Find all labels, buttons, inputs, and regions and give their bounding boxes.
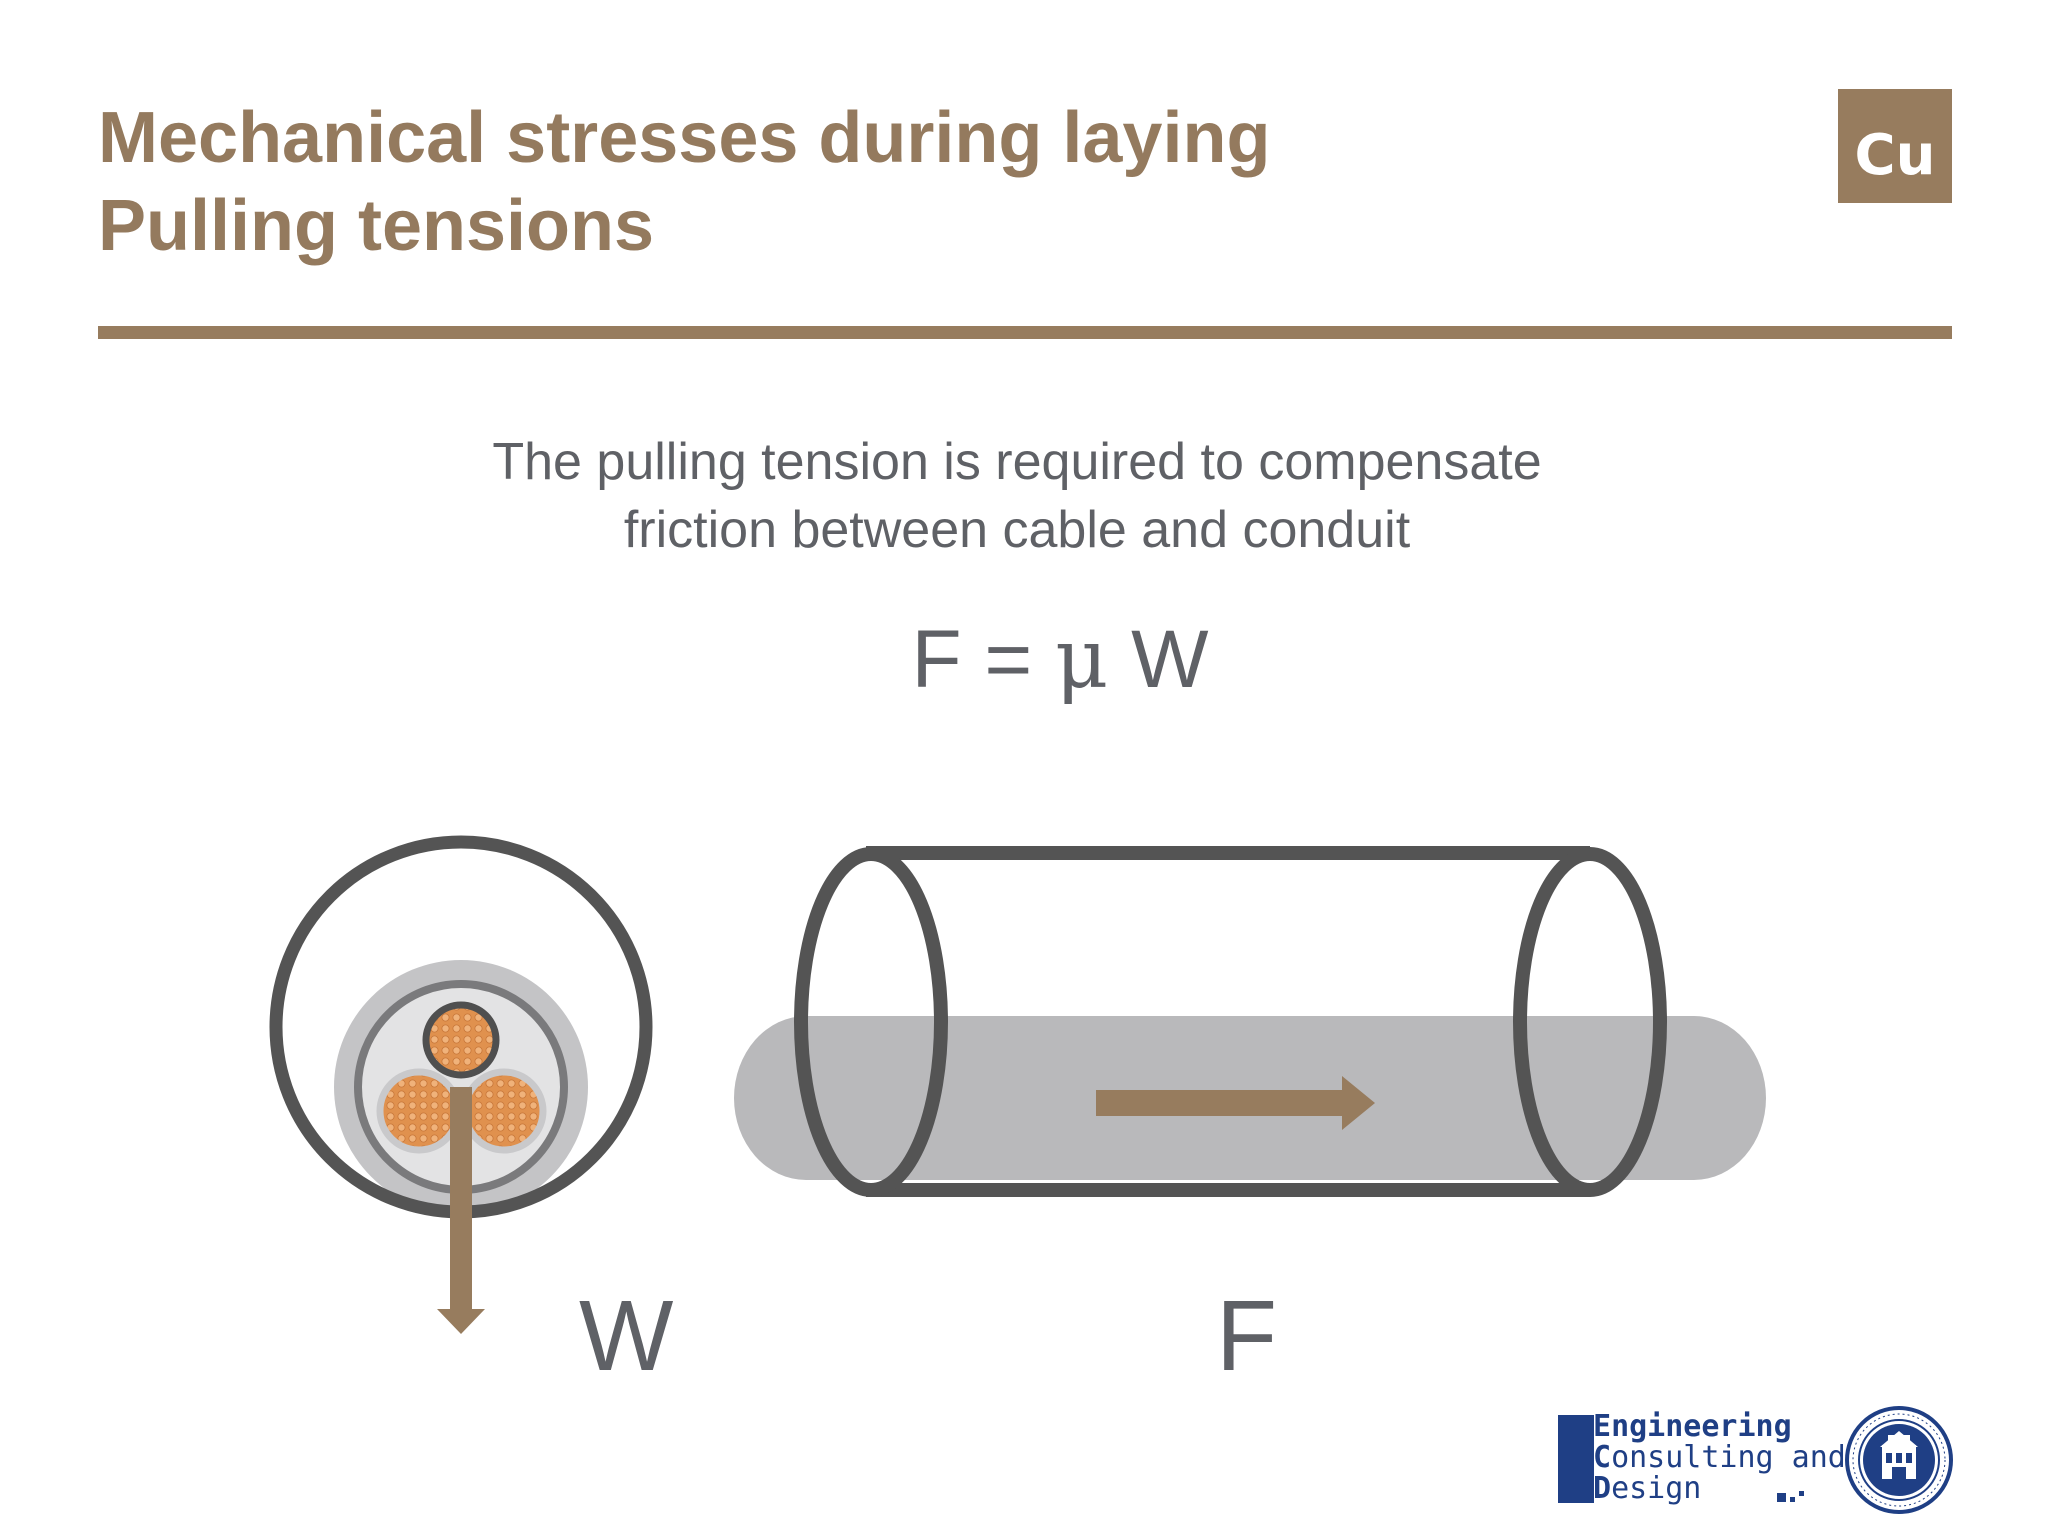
description-line-2: friction between cable and conduit [623, 501, 1411, 559]
copper-core-right [461, 1068, 547, 1154]
copper-badge: Cu [1838, 89, 1952, 203]
formula-mu-symbol: μ [1055, 612, 1109, 707]
university-seal-icon [1845, 1406, 1953, 1514]
ecd-logo-bar [1558, 1415, 1594, 1503]
slide-title-line-2: Pulling tensions [98, 186, 655, 266]
copper-badge-label: Cu [1854, 123, 1936, 188]
ecd-logo-line-1: Engineering [1593, 1409, 1792, 1444]
formula-left: F = [911, 614, 1056, 705]
conduit-left-rim [794, 847, 948, 1197]
title-divider [98, 326, 1952, 339]
conduit-side-view [734, 846, 1766, 1197]
description-line-1: The pulling tension is required to compe… [492, 433, 1542, 491]
description: The pulling tension is required to compe… [300, 428, 1734, 564]
cable-cross-section [269, 835, 653, 1334]
ecd-logo: Engineering Consulting and Design [1555, 1409, 1846, 1506]
ecd-logo-line-2: Consulting and [1593, 1440, 1846, 1475]
pulling-force-arrow [1096, 1076, 1375, 1130]
ecd-logo-line-3: Design [1593, 1471, 1702, 1506]
ecd-logo-dots [1777, 1491, 1804, 1502]
force-label: F [1216, 1280, 1277, 1392]
copper-core-top [422, 1001, 500, 1079]
friction-formula: F = μ W [780, 610, 1340, 710]
weight-arrow [437, 1087, 485, 1334]
formula-right: W [1108, 614, 1209, 705]
copper-core-left [376, 1068, 462, 1154]
conduit-right-rim [1513, 847, 1667, 1197]
slide-title-line-1: Mechanical stresses during laying [98, 98, 1271, 178]
weight-label: W [579, 1280, 674, 1392]
